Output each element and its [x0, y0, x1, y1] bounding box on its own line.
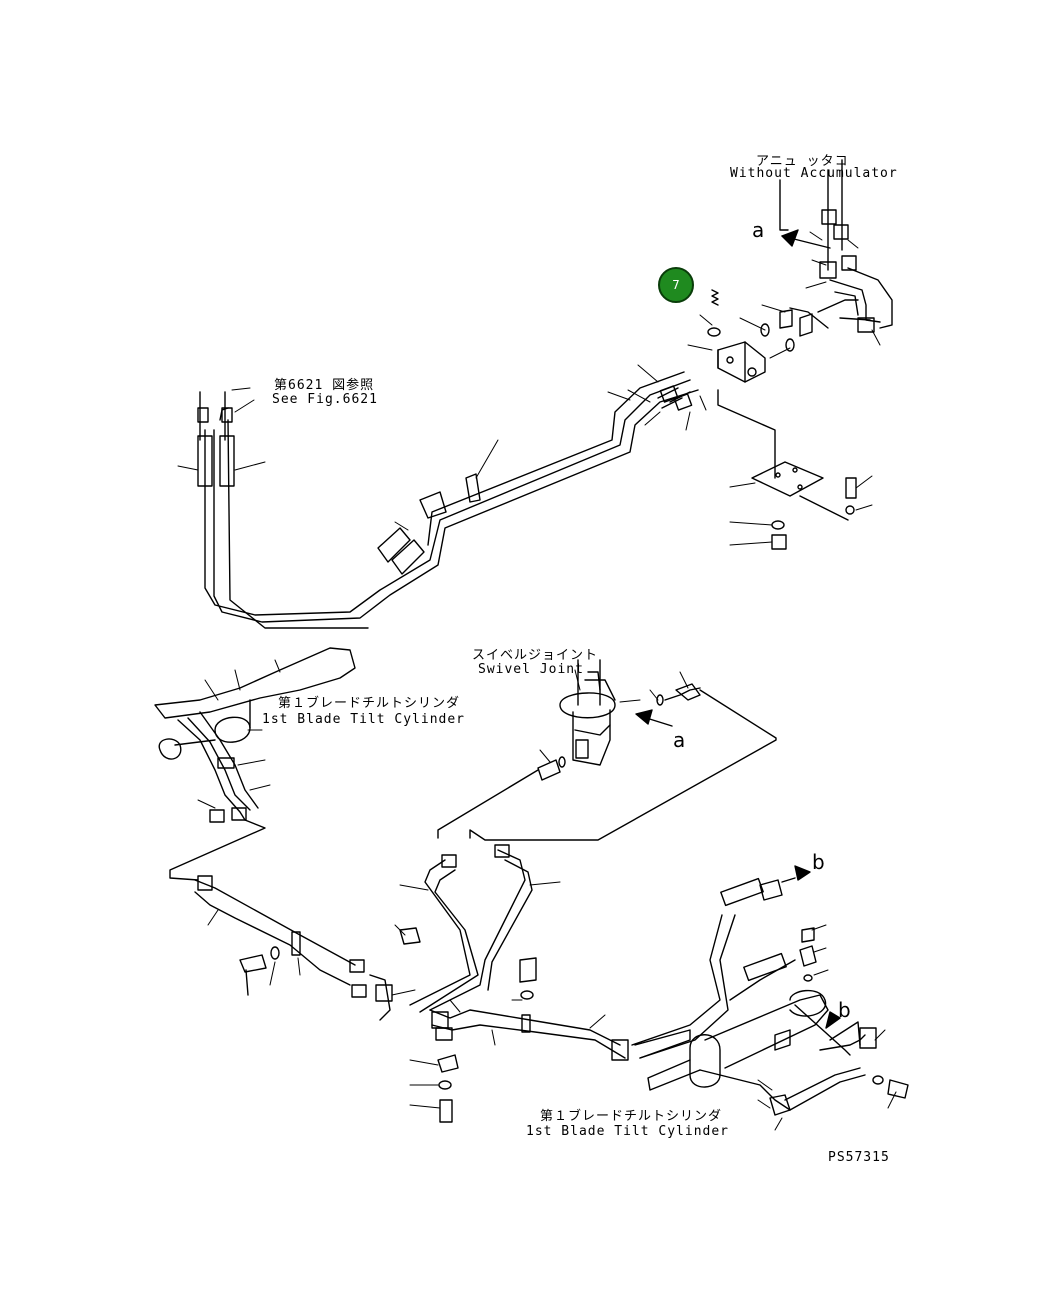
leader-lines-lower: [207, 881, 606, 1109]
label-without-accumulator-en: Without Accumulator: [730, 166, 898, 181]
label-without-accumulator-jp: アニュ ッタコ: [756, 154, 849, 169]
accumulator-bracket: [717, 389, 849, 521]
label-see-fig-en: See Fig.6621: [272, 392, 378, 407]
swivel-fittings: [437, 683, 777, 841]
marker-a-top: a: [752, 218, 765, 242]
left-tilt-cylinder: [154, 647, 356, 881]
label-see-fig-jp: 第6621 図参照: [274, 378, 375, 393]
figure-code: PS57315: [828, 1150, 890, 1165]
main-pipes-upper: [197, 371, 699, 629]
marker-b-right: b: [812, 850, 825, 874]
marker-b-lower: b: [838, 998, 851, 1022]
arrow-a-mid: [635, 709, 673, 727]
right-tilt-cylinder: [647, 927, 909, 1116]
accumulator-valve-block: [717, 341, 766, 383]
label-tilt-cylinder-jp-2: 第１ブレードチルトシリンダ: [540, 1109, 723, 1124]
leader-lines-mid: [539, 669, 689, 763]
label-swivel-joint-en: Swivel Joint: [478, 662, 584, 677]
label-swivel-joint-jp: スイベルジョイント: [472, 648, 599, 663]
label-tilt-cylinder-en-2: 1st Blade Tilt Cylinder: [526, 1124, 730, 1139]
label-tilt-cylinder-en: 1st Blade Tilt Cylinder: [262, 712, 466, 727]
leader-lines-top: [177, 231, 881, 546]
top-right-pipes: [707, 159, 893, 550]
callout-7[interactable]: 7: [658, 267, 694, 303]
leader-lines-left-cyl: [197, 659, 281, 809]
lower-pipes: [194, 844, 629, 1123]
arrow-a-top: [781, 229, 831, 249]
arrow-b-right: [794, 865, 811, 881]
right-hoses: [631, 877, 796, 1059]
marker-a-mid: a: [673, 728, 686, 752]
leader-lines-right: [757, 924, 897, 1131]
label-tilt-cylinder-jp: 第１ブレードチルトシリンダ: [278, 696, 461, 711]
arrow-b-lower: [825, 1011, 861, 1046]
